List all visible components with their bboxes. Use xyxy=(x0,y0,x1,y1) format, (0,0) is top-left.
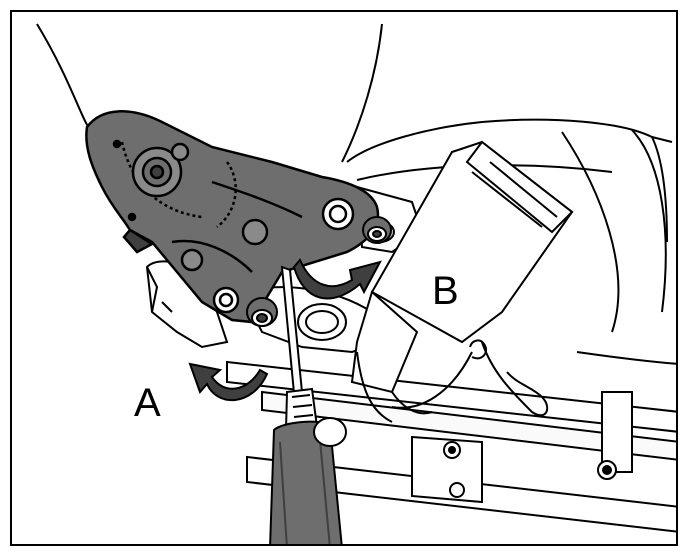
arrow-b xyxy=(292,258,382,300)
label-a: A xyxy=(134,381,161,425)
diagram-frame: A B xyxy=(10,10,678,546)
screwdriver xyxy=(269,265,347,544)
seatbelt-removal-diagram: A B xyxy=(36,23,676,544)
bolt-right xyxy=(362,216,392,244)
seat-cushion xyxy=(36,23,676,365)
retractor-part xyxy=(85,110,380,324)
arrow-a xyxy=(188,362,269,401)
seatbelt-buckle xyxy=(350,140,574,423)
label-b: B xyxy=(432,269,459,313)
bolt-left xyxy=(246,297,278,327)
seat-rail xyxy=(226,360,676,533)
